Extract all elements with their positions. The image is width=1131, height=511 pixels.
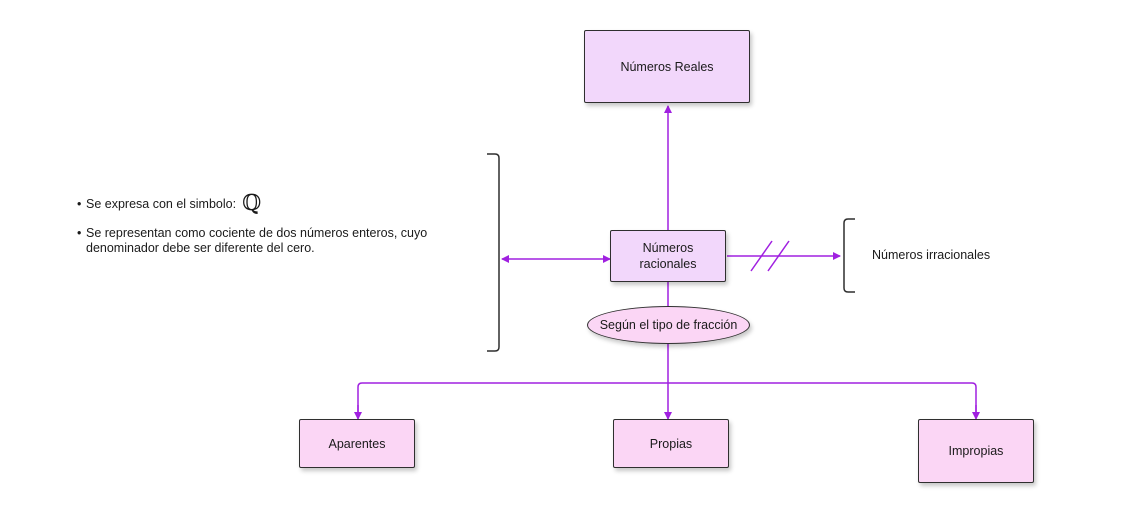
label-numeros-irracionales: Números irracionales bbox=[872, 248, 991, 262]
rational-q-symbol: ℚ bbox=[242, 191, 262, 216]
note-bullet-symbol: • Se expresa con el simbolo: ℚ bbox=[77, 193, 497, 215]
note-definition-text: Se representan como cociente de dos núme… bbox=[86, 226, 428, 255]
bullet-dot: • bbox=[77, 197, 82, 211]
node-aparentes[interactable]: Aparentes bbox=[299, 419, 415, 468]
node-numeros-racionales-label-2: racionales bbox=[639, 257, 697, 271]
left-bracket bbox=[487, 153, 500, 352]
node-segun-tipo-fraccion[interactable]: Según el tipo de fracción bbox=[587, 306, 750, 344]
node-propias[interactable]: Propias bbox=[613, 419, 729, 468]
not-equal-slash-1 bbox=[750, 240, 773, 272]
node-impropias[interactable]: Impropias bbox=[918, 419, 1034, 483]
not-equal-slash-2 bbox=[767, 240, 790, 272]
node-numeros-racionales-label-1: Números bbox=[642, 241, 694, 255]
note-symbol-text: Se expresa con el simbolo: bbox=[86, 197, 237, 211]
node-aparentes-label: Aparentes bbox=[328, 436, 386, 451]
connector-branch-horizontal bbox=[357, 382, 977, 418]
node-numeros-reales[interactable]: Números Reales bbox=[584, 30, 750, 103]
node-propias-label: Propias bbox=[649, 436, 693, 451]
racionales-notes: • Se expresa con el simbolo: ℚ • Se repre… bbox=[77, 193, 497, 270]
node-impropias-label: Impropias bbox=[948, 444, 1004, 458]
node-numeros-reales-label: Números Reales bbox=[620, 59, 714, 74]
node-numeros-racionales[interactable]: Números racionales bbox=[610, 230, 726, 282]
bullet-dot: • bbox=[77, 226, 82, 240]
node-segun-tipo-fraccion-label: Según el tipo de fracción bbox=[599, 318, 738, 332]
irracionales-bracket bbox=[843, 218, 855, 293]
note-bullet-definition: • Se representan como cociente de dos nú… bbox=[77, 226, 497, 256]
